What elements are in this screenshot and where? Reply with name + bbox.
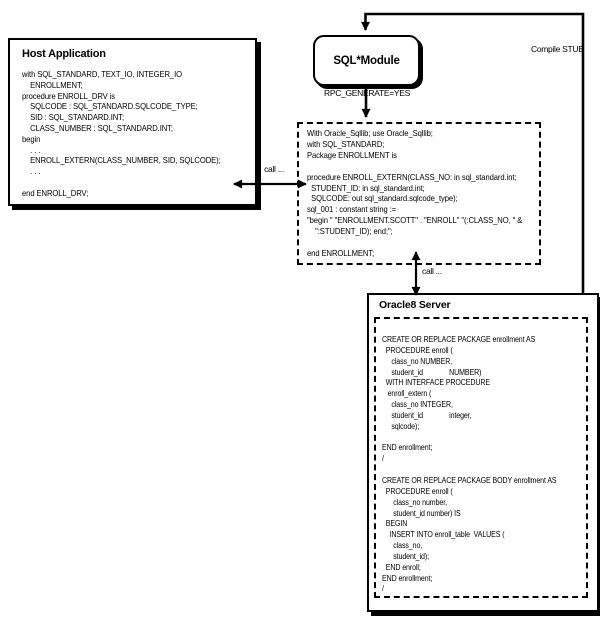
sql-module-title-wrap: SQL*Module — [315, 37, 418, 84]
rpc-generate-label: RPC_GENERATE=YES — [324, 88, 410, 98]
sql-module-title: SQL*Module — [333, 54, 400, 67]
host-application-box: Host Application with SQL_STANDARD, TEXT… — [8, 38, 257, 206]
call-server-label: call ... — [422, 266, 442, 276]
oracle-server-title: Oracle8 Server — [379, 299, 451, 311]
call-host-label: call ... — [264, 164, 284, 174]
oracle-server-inner-box: CREATE OR REPLACE PACKAGE enrollment AS … — [374, 317, 588, 598]
oracle-server-box: Oracle8 Server CREATE OR REPLACE PACKAGE… — [367, 293, 599, 612]
oracle-server-code: CREATE OR REPLACE PACKAGE enrollment AS … — [382, 335, 557, 594]
host-application-code: with SQL_STANDARD, TEXT_IO, INTEGER_IO E… — [22, 69, 221, 198]
module-spec-box: With Oracle_Sqllib; use Oracle_Sqllib; w… — [297, 122, 541, 265]
sql-module-box: SQL*Module — [313, 35, 420, 86]
host-application-title: Host Application — [22, 48, 106, 60]
module-spec-code: With Oracle_Sqllib; use Oracle_Sqllib; w… — [307, 128, 523, 258]
compile-stub-label: Compile STUB — [531, 44, 584, 54]
